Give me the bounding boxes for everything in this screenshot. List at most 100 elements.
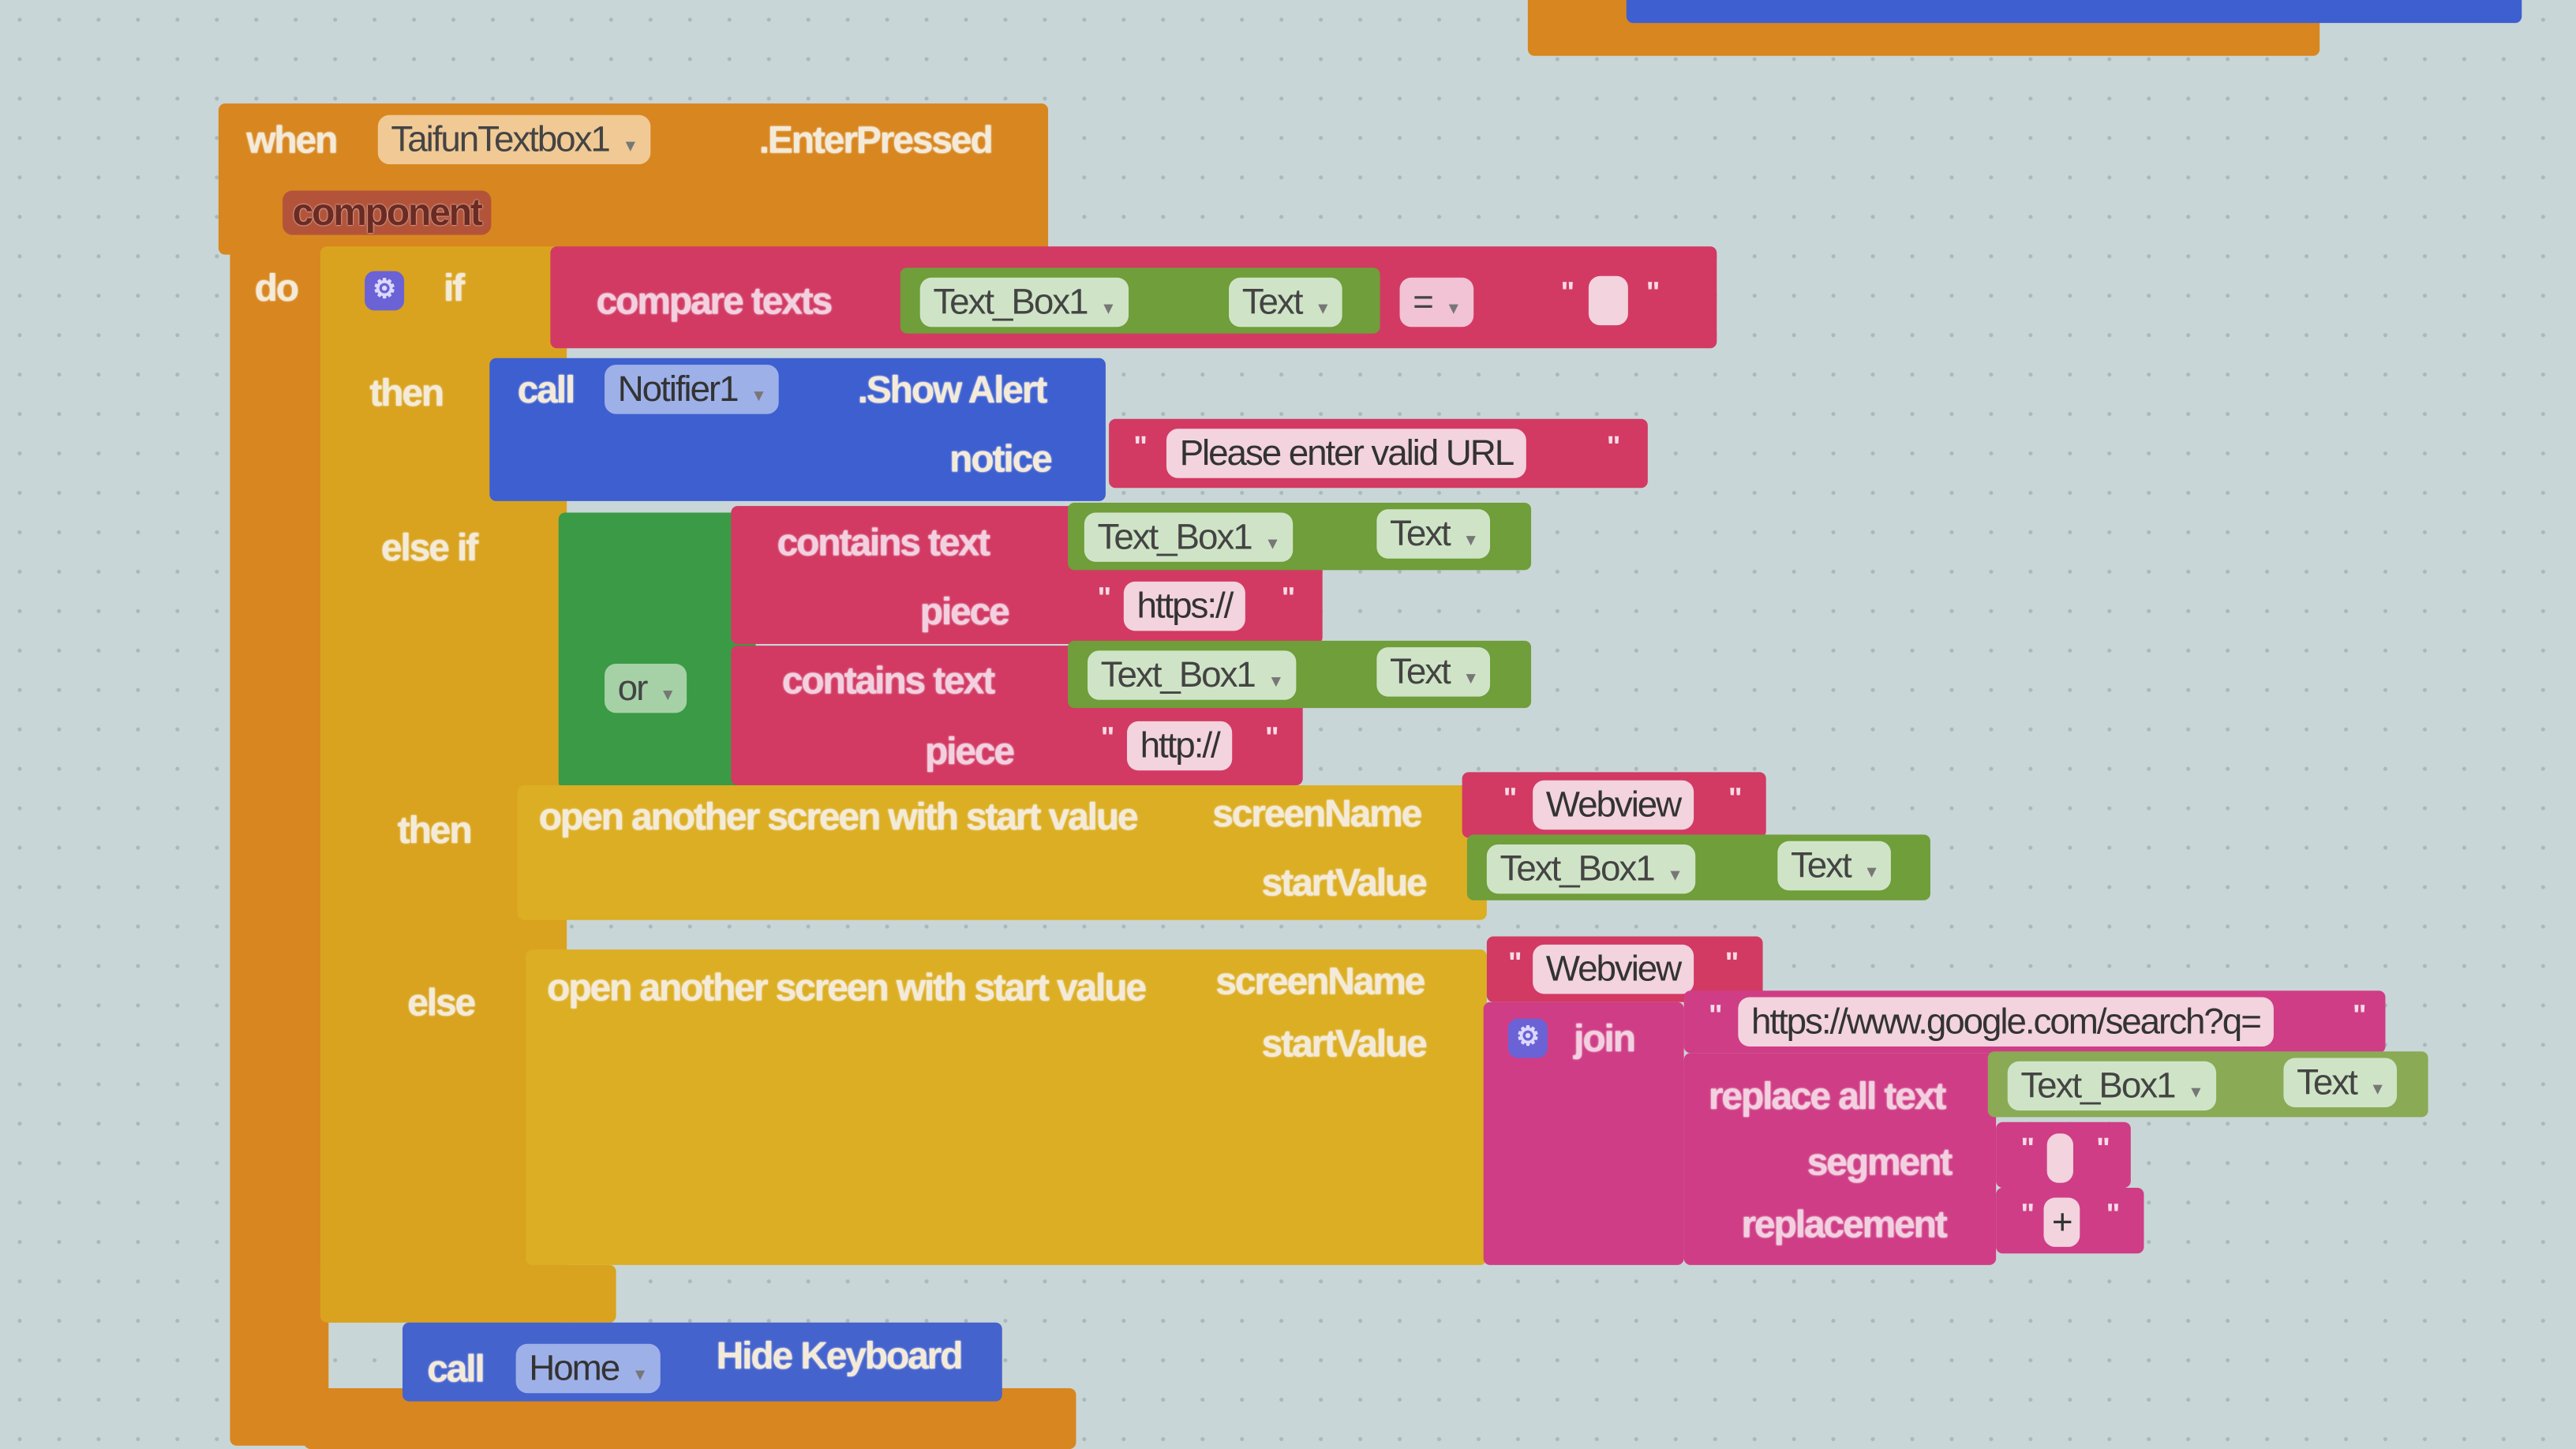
if-label: if bbox=[444, 266, 465, 309]
property-dropdown-label: Text bbox=[1790, 844, 1852, 886]
start-value-label: startValue bbox=[1261, 1021, 1428, 1065]
quote-close: " bbox=[1724, 946, 1739, 979]
piece-string[interactable]: http:// bbox=[1126, 721, 1233, 771]
mutator-gear-icon[interactable]: ⚙ bbox=[365, 271, 405, 311]
quote-open: " bbox=[1097, 581, 1112, 615]
textbox-dropdown-label: Text_Box1 bbox=[2020, 1064, 2176, 1106]
screen-name-string[interactable]: Webview bbox=[1533, 944, 1694, 994]
screen-name-label: screenName bbox=[1215, 959, 1425, 1002]
segment-label: segment bbox=[1807, 1140, 1953, 1183]
hide-keyboard-block[interactable] bbox=[402, 1322, 1002, 1402]
segment-string[interactable] bbox=[2046, 1133, 2073, 1183]
textbox-dropdown-label: Text_Box1 bbox=[1100, 653, 1256, 695]
or-label: or bbox=[617, 667, 649, 709]
method-name: Hide Keyboard bbox=[716, 1334, 964, 1377]
property-dropdown[interactable]: Text ▼ bbox=[1376, 509, 1491, 559]
textbox-dropdown-label: Text_Box1 bbox=[933, 280, 1088, 322]
property-dropdown[interactable]: Text ▼ bbox=[2283, 1058, 2398, 1107]
home-dropdown-label: Home bbox=[529, 1346, 620, 1388]
url-string[interactable]: https://www.google.com/search?q= bbox=[1738, 997, 2274, 1046]
quote-close: " bbox=[1606, 430, 1621, 464]
textbox-dropdown[interactable]: Text_Box1 ▼ bbox=[2007, 1061, 2216, 1111]
quote-close: " bbox=[1281, 581, 1296, 615]
replace-all-block[interactable] bbox=[1683, 1053, 1997, 1265]
dropdown-arrow-icon: ▼ bbox=[2369, 1080, 2386, 1099]
screen-name-string[interactable]: Webview bbox=[1533, 780, 1694, 830]
quote-open: " bbox=[2020, 1197, 2035, 1231]
do-label: do bbox=[254, 266, 299, 309]
component-dropdown[interactable]: TaifunTextbox1 ▼ bbox=[377, 114, 650, 165]
textbox-dropdown-label: Text_Box1 bbox=[1097, 515, 1253, 557]
open-screen-block-1[interactable] bbox=[517, 785, 1487, 920]
quote-open: " bbox=[1507, 946, 1522, 979]
empty-string-literal[interactable] bbox=[1588, 275, 1628, 326]
dropdown-arrow-icon: ▼ bbox=[622, 137, 638, 156]
dropdown-arrow-icon: ▼ bbox=[1863, 863, 1880, 882]
property-dropdown[interactable]: Text ▼ bbox=[1777, 841, 1892, 891]
else-label: else bbox=[407, 980, 476, 1024]
open-screen-label: open another screen with start value bbox=[538, 795, 1139, 838]
event-name: .EnterPressed bbox=[758, 118, 994, 161]
quote-open: " bbox=[1560, 275, 1575, 309]
textbox-dropdown[interactable]: Text_Box1 ▼ bbox=[1088, 650, 1296, 700]
dropdown-arrow-icon: ▼ bbox=[751, 388, 767, 406]
event-block-body bbox=[230, 246, 329, 1446]
when-label: when bbox=[246, 118, 338, 161]
quote-close: " bbox=[2106, 1197, 2121, 1231]
compare-texts-label: compare texts bbox=[596, 279, 833, 322]
replacement-label: replacement bbox=[1741, 1202, 1947, 1245]
dropdown-arrow-icon: ▼ bbox=[1667, 867, 1683, 886]
textbox-dropdown[interactable]: Text_Box1▼ bbox=[1486, 844, 1695, 894]
component-param[interactable]: component bbox=[283, 190, 492, 235]
piece-label: piece bbox=[924, 729, 1015, 773]
home-dropdown[interactable]: Home▼ bbox=[515, 1343, 660, 1394]
quote-open: " bbox=[1100, 721, 1115, 754]
or-dropdown[interactable]: or▼ bbox=[605, 663, 688, 713]
dropdown-arrow-icon: ▼ bbox=[1315, 300, 1331, 319]
start-value-label: startValue bbox=[1261, 860, 1428, 904]
mutator-gear-icon[interactable]: ⚙ bbox=[1507, 1018, 1548, 1058]
then-label: then bbox=[369, 371, 444, 414]
dropdown-arrow-icon: ▼ bbox=[1462, 532, 1479, 551]
screen-name-label: screenName bbox=[1212, 792, 1422, 835]
quote-open: " bbox=[1503, 781, 1518, 815]
dropdown-arrow-icon: ▼ bbox=[1462, 670, 1479, 689]
property-dropdown-label: Text bbox=[1390, 512, 1451, 554]
notifier-dropdown-label: Notifier1 bbox=[617, 368, 739, 410]
join-label: join bbox=[1574, 1017, 1636, 1060]
call-label: call bbox=[517, 368, 576, 411]
piece-label: piece bbox=[919, 590, 1010, 633]
quote-close: " bbox=[1728, 781, 1743, 815]
piece-string[interactable]: https:// bbox=[1123, 581, 1245, 631]
show-alert-block[interactable] bbox=[489, 358, 1106, 501]
quote-open: " bbox=[1708, 998, 1723, 1032]
dropdown-arrow-icon: ▼ bbox=[1100, 300, 1117, 319]
or-block[interactable] bbox=[558, 512, 756, 789]
open-screen-block-2[interactable] bbox=[526, 949, 1487, 1265]
dropdown-arrow-icon: ▼ bbox=[1445, 300, 1462, 319]
quote-open: " bbox=[2020, 1132, 2035, 1165]
operator-label: = bbox=[1413, 280, 1434, 322]
dropdown-arrow-icon: ▼ bbox=[1267, 673, 1284, 692]
component-dropdown-label: TaifunTextbox1 bbox=[391, 118, 610, 159]
property-dropdown-label: Text bbox=[2297, 1061, 2358, 1103]
property-dropdown[interactable]: Text▼ bbox=[1376, 647, 1491, 697]
textbox-dropdown[interactable]: Text_Box1 ▼ bbox=[919, 277, 1129, 328]
quote-close: " bbox=[1646, 275, 1661, 309]
replacement-string[interactable]: + bbox=[2043, 1197, 2080, 1247]
property-dropdown-label: Text bbox=[1241, 280, 1304, 322]
offscreen-block-inner[interactable] bbox=[1626, 0, 2522, 24]
contains-text-label: contains text bbox=[781, 658, 995, 702]
textbox-dropdown[interactable]: Text_Box1▼ bbox=[1084, 512, 1293, 562]
notifier-dropdown[interactable]: Notifier1 ▼ bbox=[605, 365, 779, 414]
notice-string[interactable]: Please enter valid URL bbox=[1166, 429, 1526, 478]
operator-dropdown[interactable]: =▼ bbox=[1399, 277, 1473, 328]
notice-label: notice bbox=[949, 436, 1053, 480]
if-block-bottom bbox=[320, 1264, 616, 1323]
method-name: .Show Alert bbox=[857, 368, 1048, 411]
dropdown-arrow-icon: ▼ bbox=[2188, 1084, 2204, 1103]
property-dropdown[interactable]: Text ▼ bbox=[1229, 277, 1343, 328]
quote-open: " bbox=[1133, 430, 1148, 464]
quote-close: " bbox=[1264, 721, 1279, 754]
